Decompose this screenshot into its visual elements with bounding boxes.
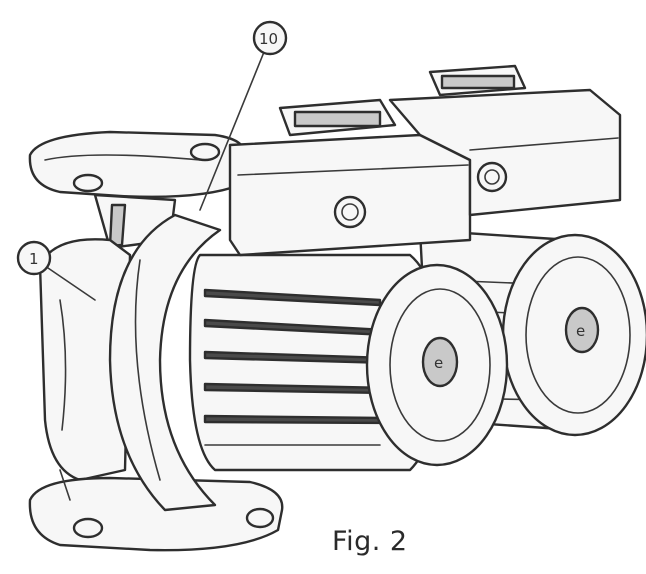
figure-caption: Fig. 2: [332, 526, 408, 557]
fan-cover-2: e: [501, 233, 646, 437]
callout-10-label: 10: [259, 30, 278, 48]
terminal-box-1: [228, 98, 472, 257]
vent-screw-1: [333, 195, 367, 229]
fan-cover-1: e: [365, 263, 509, 467]
inlet-flange: [28, 469, 284, 552]
svg-text:e: e: [576, 322, 585, 340]
terminal-box-2: [388, 64, 622, 217]
volute-ring: [108, 213, 222, 512]
callout-1: 1: [16, 240, 96, 301]
callout-10: 10: [199, 20, 288, 211]
outlet-flange: [28, 130, 247, 199]
vent-screw-2: [476, 161, 508, 193]
svg-text:e: e: [434, 354, 443, 372]
pump-housing: [38, 193, 177, 482]
callout-1-label: 1: [29, 250, 39, 268]
